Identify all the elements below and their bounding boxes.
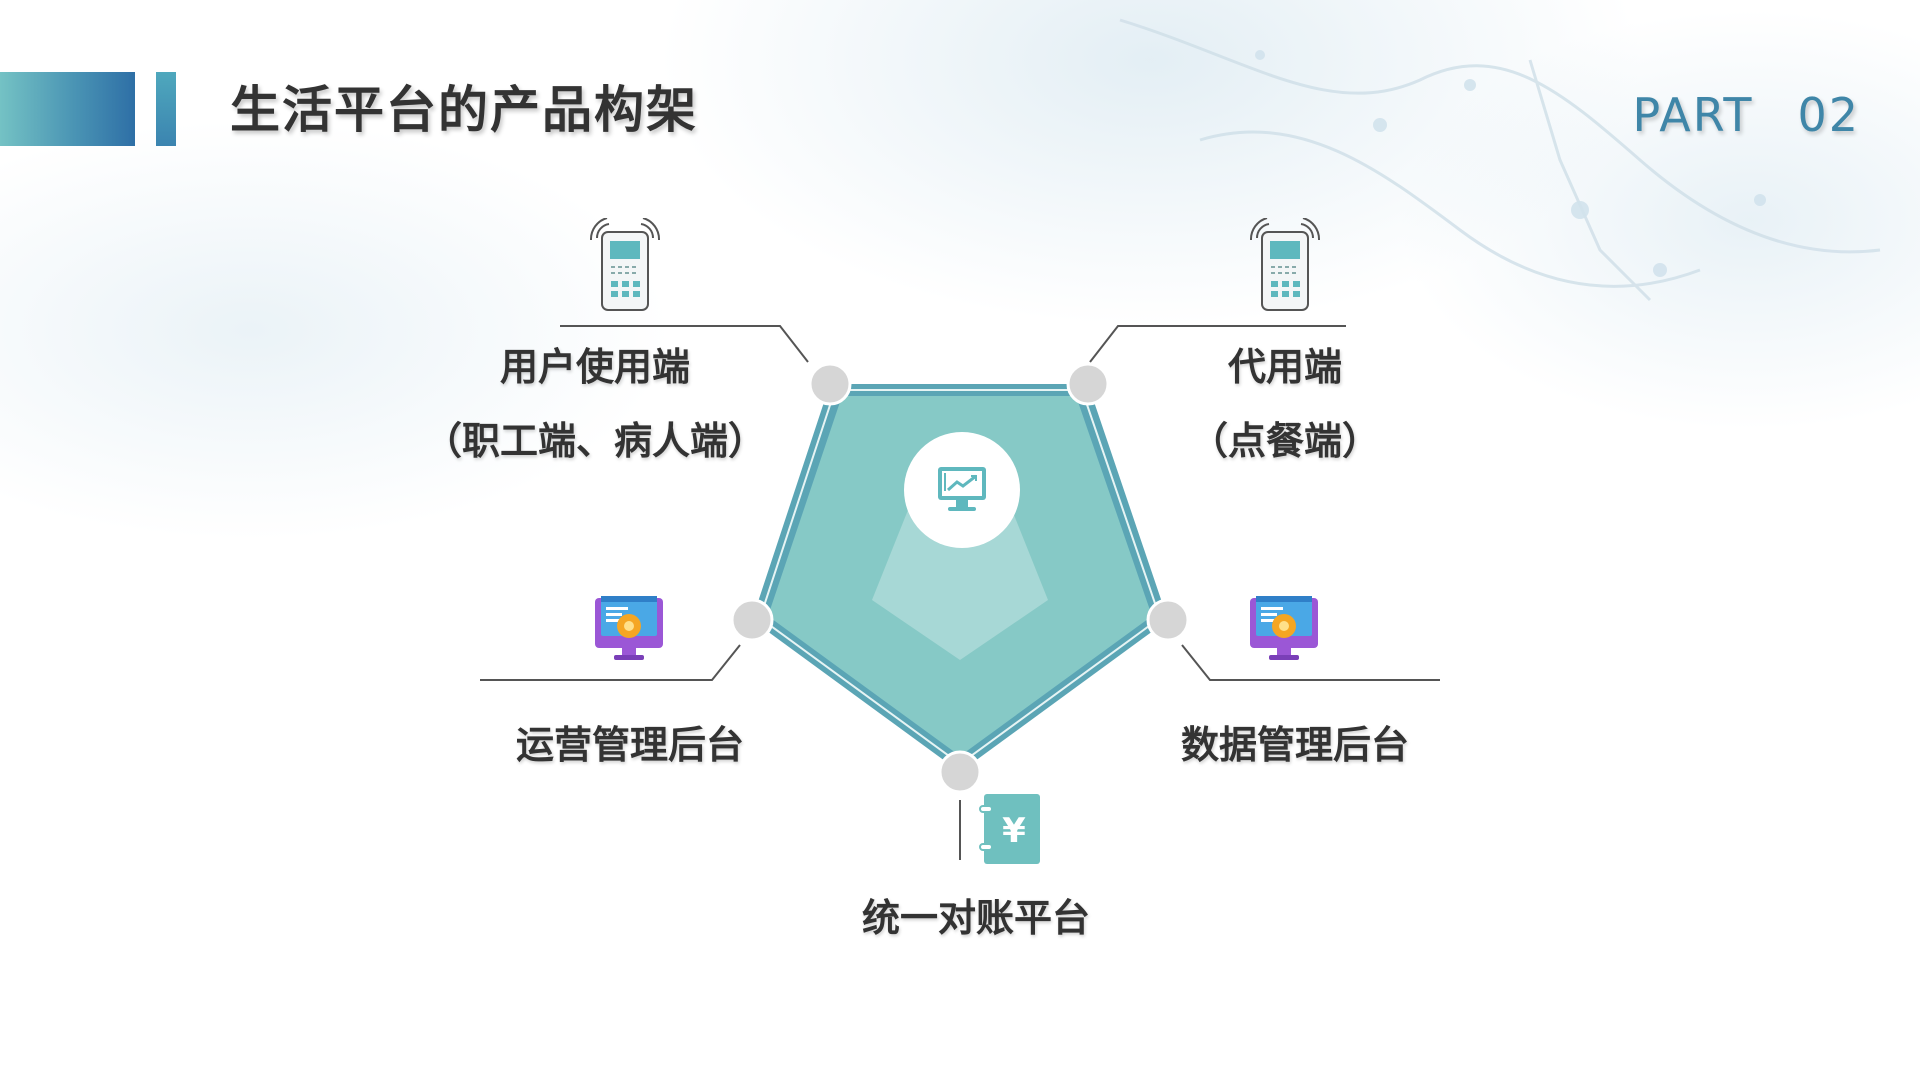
connector-ops	[480, 644, 741, 681]
pos-terminal-icon	[1245, 217, 1325, 317]
connector-agent	[1089, 325, 1346, 363]
header-accent-stripe	[156, 72, 176, 146]
node-dot-recon	[938, 750, 982, 794]
connector-data	[1181, 644, 1440, 681]
svg-text:¥: ¥	[1002, 811, 1026, 851]
label-ops: 运营管理后台	[515, 723, 744, 767]
node-dot-agent	[1066, 362, 1110, 406]
node-dot-data	[1146, 598, 1190, 642]
label-data: 数据管理后台	[1180, 723, 1409, 767]
label-user-subtitle: （职工端、病人端）	[423, 419, 766, 463]
spotlight	[872, 505, 1048, 660]
part-number: 02	[1797, 88, 1860, 142]
monitor-settings-icon	[592, 592, 667, 671]
label-agent-subtitle: （点餐端）	[1189, 419, 1380, 463]
monitor-chart-icon	[938, 467, 986, 511]
header-accent-bar	[0, 72, 135, 146]
pos-terminal-icon	[585, 217, 665, 317]
part-label: PART 02	[1632, 88, 1860, 142]
connector-lines	[480, 325, 1440, 860]
yuan-notebook-icon: ¥	[978, 792, 1043, 871]
label-recon: 统一对账平台	[861, 896, 1090, 940]
pentagon-inner-line	[758, 389, 1162, 766]
node-dot-user	[808, 362, 852, 406]
label-agent-title: 代用端	[1227, 345, 1342, 389]
part-word: PART	[1632, 88, 1754, 142]
pentagon-body	[768, 396, 1152, 756]
label-user-title: 用户使用端	[499, 345, 690, 389]
monitor-settings-icon	[1247, 592, 1322, 671]
connector-user	[560, 325, 809, 363]
page-title: 生活平台的产品构架	[230, 81, 698, 139]
node-dot-ops	[730, 598, 774, 642]
